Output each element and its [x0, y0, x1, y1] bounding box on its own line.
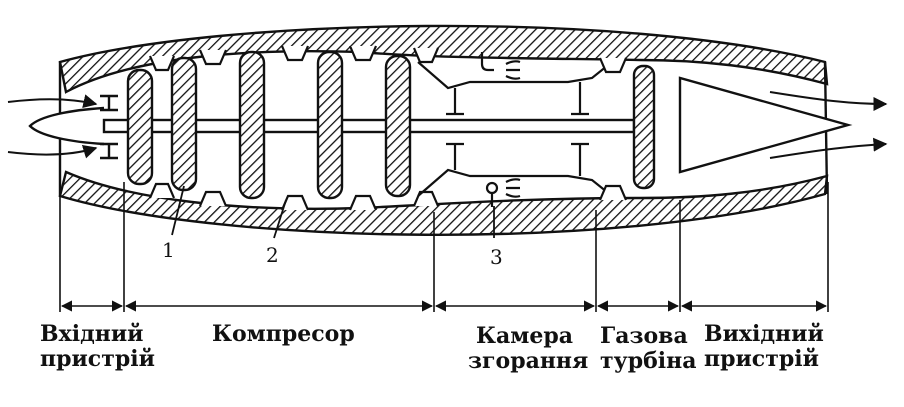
label-intake-line-1: Вхідний	[40, 321, 144, 347]
compressor-discs	[126, 50, 412, 200]
airflow-arrows	[7, 91, 888, 159]
label-intake: Вхідний пристрій	[40, 322, 155, 372]
callout-3: 3	[490, 245, 503, 269]
label-compressor-line-1: Компресор	[212, 321, 355, 347]
inlet-cone	[28, 94, 118, 160]
callout-leaders	[171, 185, 495, 239]
section-dividers	[59, 182, 829, 312]
callout-2: 2	[266, 243, 279, 267]
label-nozzle-line-2: пристрій	[704, 346, 819, 372]
label-combustor-line-2: згорання	[468, 348, 589, 374]
stator-vanes	[148, 45, 440, 211]
label-turbine-line-2: турбіна	[600, 348, 697, 374]
label-nozzle-line-1: Вихідний	[704, 321, 824, 347]
callout-1: 1	[162, 238, 175, 262]
engine-casing	[58, 24, 829, 236]
callout-numbers: 1 2 3	[162, 238, 503, 269]
label-nozzle: Вихідний пристрій	[704, 322, 824, 372]
combustion-chamber	[417, 52, 613, 207]
label-compressor: Компресор	[212, 322, 355, 347]
label-intake-line-2: пристрій	[40, 346, 155, 372]
exhaust-cone	[678, 76, 853, 174]
label-combustor: Камера згорання	[468, 324, 588, 374]
label-combustor-line-1: Камера	[476, 323, 574, 349]
label-turbine: Газова турбіна	[600, 324, 697, 374]
turbine-disc	[598, 57, 656, 201]
label-turbine-line-1: Газова	[600, 323, 688, 349]
